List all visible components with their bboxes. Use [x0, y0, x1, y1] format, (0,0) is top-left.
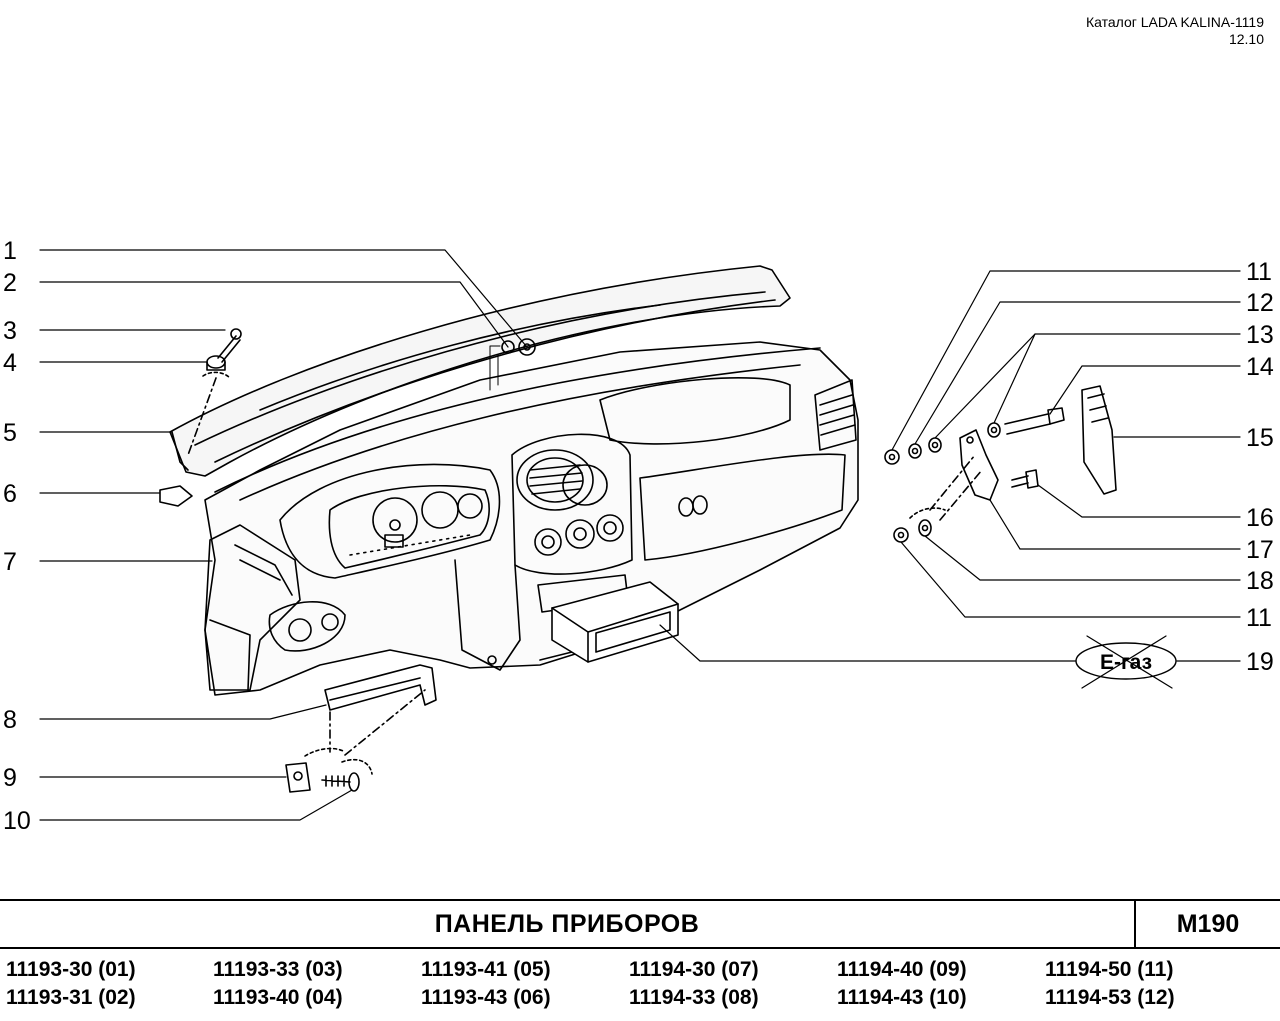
- model-code: 11193-33 (03): [213, 958, 343, 981]
- callout-15: 15: [1246, 424, 1274, 452]
- leader-lines-left: [39, 249, 528, 821]
- catalog-date: 12.10: [1228, 31, 1264, 47]
- model-column: 11194-40 (09) 11194-43 (10): [837, 956, 967, 1012]
- model-code: 11194-30 (07): [629, 958, 759, 981]
- model-column: 11194-50 (11) 11194-53 (12): [1045, 956, 1175, 1012]
- model-column: 11193-30 (01) 11193-31 (02): [6, 956, 136, 1012]
- section-code: М190: [1176, 910, 1240, 938]
- callout-4: 4: [3, 349, 17, 377]
- callout-3: 3: [3, 317, 17, 345]
- callout-6: 6: [3, 480, 17, 508]
- radio-box: [551, 581, 679, 663]
- model-code: 11194-50 (11): [1045, 958, 1174, 981]
- model-code: 11194-33 (08): [629, 986, 759, 1009]
- callout-5: 5: [3, 419, 17, 447]
- callout-16: 16: [1246, 504, 1274, 532]
- nut-11-lower: [893, 527, 909, 543]
- model-column: 11194-30 (07) 11194-33 (08): [629, 956, 759, 1012]
- title-bar: ПАНЕЛЬ ПРИБОРОВ М190: [0, 899, 1280, 949]
- egas-label: E-газ: [1100, 651, 1152, 674]
- page-title: ПАНЕЛЬ ПРИБОРОВ: [434, 910, 700, 938]
- clip-9: [285, 762, 311, 793]
- model-code: 11193-30 (01): [6, 958, 136, 981]
- bolt-14: [1004, 407, 1065, 435]
- callout-11-upper: 11: [1246, 258, 1272, 286]
- catalog-header: Каталог LADA KALINA-1119 12.10: [1086, 14, 1264, 48]
- callout-14: 14: [1246, 353, 1274, 381]
- callout-1: 1: [3, 237, 17, 265]
- model-column: 11193-41 (05) 11193-43 (06): [421, 956, 551, 1012]
- title-divider: [1134, 901, 1136, 947]
- model-column: 11193-33 (03) 11193-40 (04): [213, 956, 343, 1012]
- callout-10: 10: [3, 807, 31, 835]
- model-code: 11194-53 (12): [1045, 986, 1175, 1009]
- model-code: 11194-40 (09): [837, 958, 967, 981]
- lower-trim-8: [324, 664, 437, 711]
- cover-15: [1081, 385, 1117, 495]
- bracket-17: [959, 429, 999, 501]
- model-code: 11193-43 (06): [421, 986, 551, 1009]
- washer-12: [908, 443, 922, 459]
- nuts-1-2: [501, 338, 536, 356]
- screw-10: [321, 772, 360, 792]
- callout-11-lower: 11: [1246, 604, 1272, 632]
- washer-18: [918, 519, 932, 537]
- callout-7: 7: [3, 548, 17, 576]
- callout-17: 17: [1246, 536, 1274, 564]
- model-code: 11194-43 (10): [837, 986, 967, 1009]
- egas-crossed-ellipse: [1075, 635, 1177, 689]
- model-code: 11193-31 (02): [6, 986, 136, 1009]
- callout-18: 18: [1246, 567, 1274, 595]
- arrow-4-to-5: [187, 377, 217, 456]
- washer-13b: [987, 422, 1001, 438]
- leader-lines-right: [659, 270, 1241, 662]
- callout-13: 13: [1246, 321, 1274, 349]
- dashboard-exploded-diagram: 1 2 3 4 5 6 7 8 9 10 11 12 13 14 15 16 1…: [3, 237, 1274, 835]
- dashboard-body: [204, 341, 859, 696]
- callout-9: 9: [3, 764, 17, 792]
- screw-16: [1011, 469, 1039, 489]
- callout-8: 8: [3, 706, 17, 734]
- model-code: 11193-41 (05): [421, 958, 551, 981]
- model-code: 11193-40 (04): [213, 986, 343, 1009]
- callout-2: 2: [3, 269, 17, 297]
- callout-12: 12: [1246, 289, 1274, 317]
- bracket-6: [159, 485, 193, 507]
- washer-13a: [928, 437, 942, 453]
- upper-trim-strip: [169, 265, 791, 477]
- callout-19: 19: [1246, 648, 1274, 676]
- catalog-title: Каталог LADA KALINA-1119: [1085, 14, 1264, 30]
- screw-3: [217, 328, 242, 363]
- clip-4: [206, 355, 226, 371]
- nut-11-upper: [884, 449, 900, 465]
